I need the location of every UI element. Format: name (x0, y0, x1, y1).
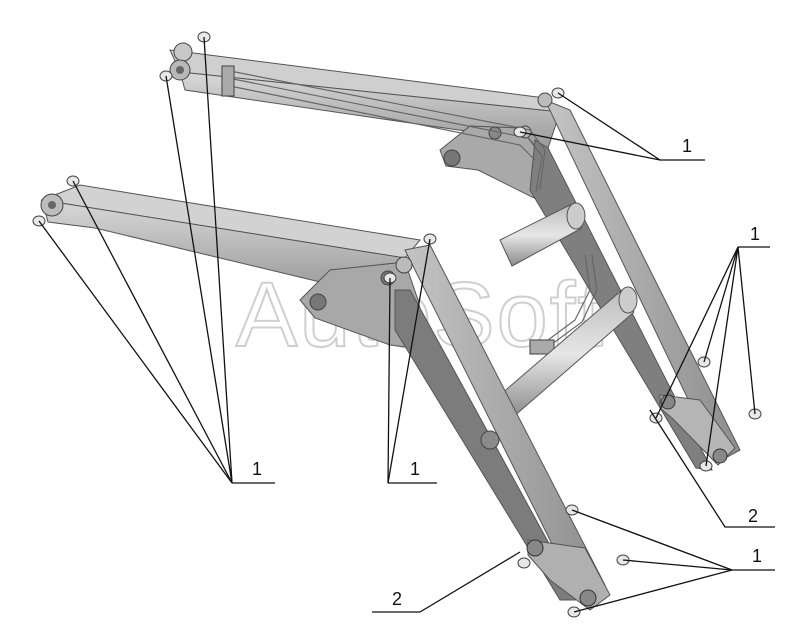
front-boom-arm (40, 184, 611, 611)
hydraulic-lines (221, 65, 598, 355)
pins (32, 31, 762, 618)
callout-1-left: 1 (252, 459, 262, 479)
callout-1-top-right: 1 (682, 136, 692, 156)
callout-2-right: 2 (748, 506, 758, 526)
leader-lines (38, 36, 775, 613)
callout-1-bottom-right: 1 (752, 546, 762, 566)
callout-1-center: 1 (410, 459, 420, 479)
callout-1-right: 1 (750, 224, 760, 244)
cross-tubes (499, 202, 638, 419)
callout-2-bottom: 2 (392, 589, 402, 609)
